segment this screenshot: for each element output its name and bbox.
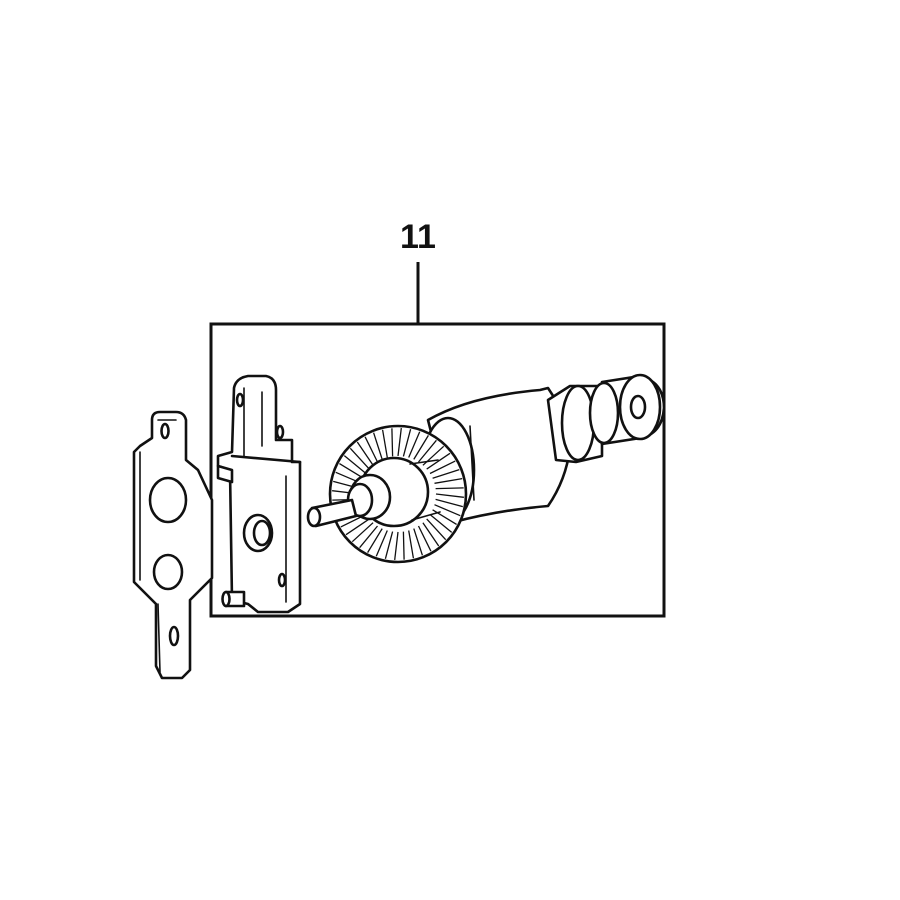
callout-number: 11 — [400, 218, 436, 256]
fan-fin — [408, 431, 421, 458]
fan-fin — [432, 468, 460, 479]
fan-fin — [364, 436, 379, 463]
fan-fin — [408, 530, 415, 559]
fan-fin — [402, 429, 412, 457]
fan-fin — [434, 477, 463, 484]
fan-fin — [359, 525, 379, 549]
plate-icon — [132, 410, 214, 680]
fan-fin — [391, 428, 394, 457]
fan-fin — [367, 528, 383, 553]
fan-fin — [351, 522, 374, 543]
assembly-frame — [209, 322, 666, 618]
fan-fin — [429, 513, 453, 533]
fan-fin — [381, 429, 388, 458]
fan-fin — [375, 530, 388, 557]
fan-fin — [413, 528, 424, 556]
fan-fin — [349, 447, 370, 470]
fan-fin — [426, 452, 451, 470]
fan-fin — [343, 455, 367, 475]
fan-fin — [426, 518, 447, 541]
fan-fin — [397, 428, 402, 457]
fan-fin — [394, 531, 399, 560]
fan-fin — [435, 493, 464, 498]
fan-fin — [435, 487, 464, 490]
bracket-icon — [216, 374, 302, 614]
fan-fin — [413, 435, 429, 460]
fan-fin — [434, 504, 461, 517]
fan-fin — [402, 531, 405, 560]
fan-fin — [417, 525, 432, 552]
fan-fin — [429, 460, 456, 475]
fan-fin — [417, 439, 437, 463]
fan-fin — [372, 432, 383, 460]
fan-fin — [356, 441, 374, 466]
fan-fin — [339, 463, 364, 479]
fan-fin — [422, 522, 440, 547]
fan-fin — [384, 531, 394, 559]
armature-icon — [306, 373, 666, 564]
fan-fin — [345, 518, 370, 536]
fan-fin — [435, 498, 463, 508]
